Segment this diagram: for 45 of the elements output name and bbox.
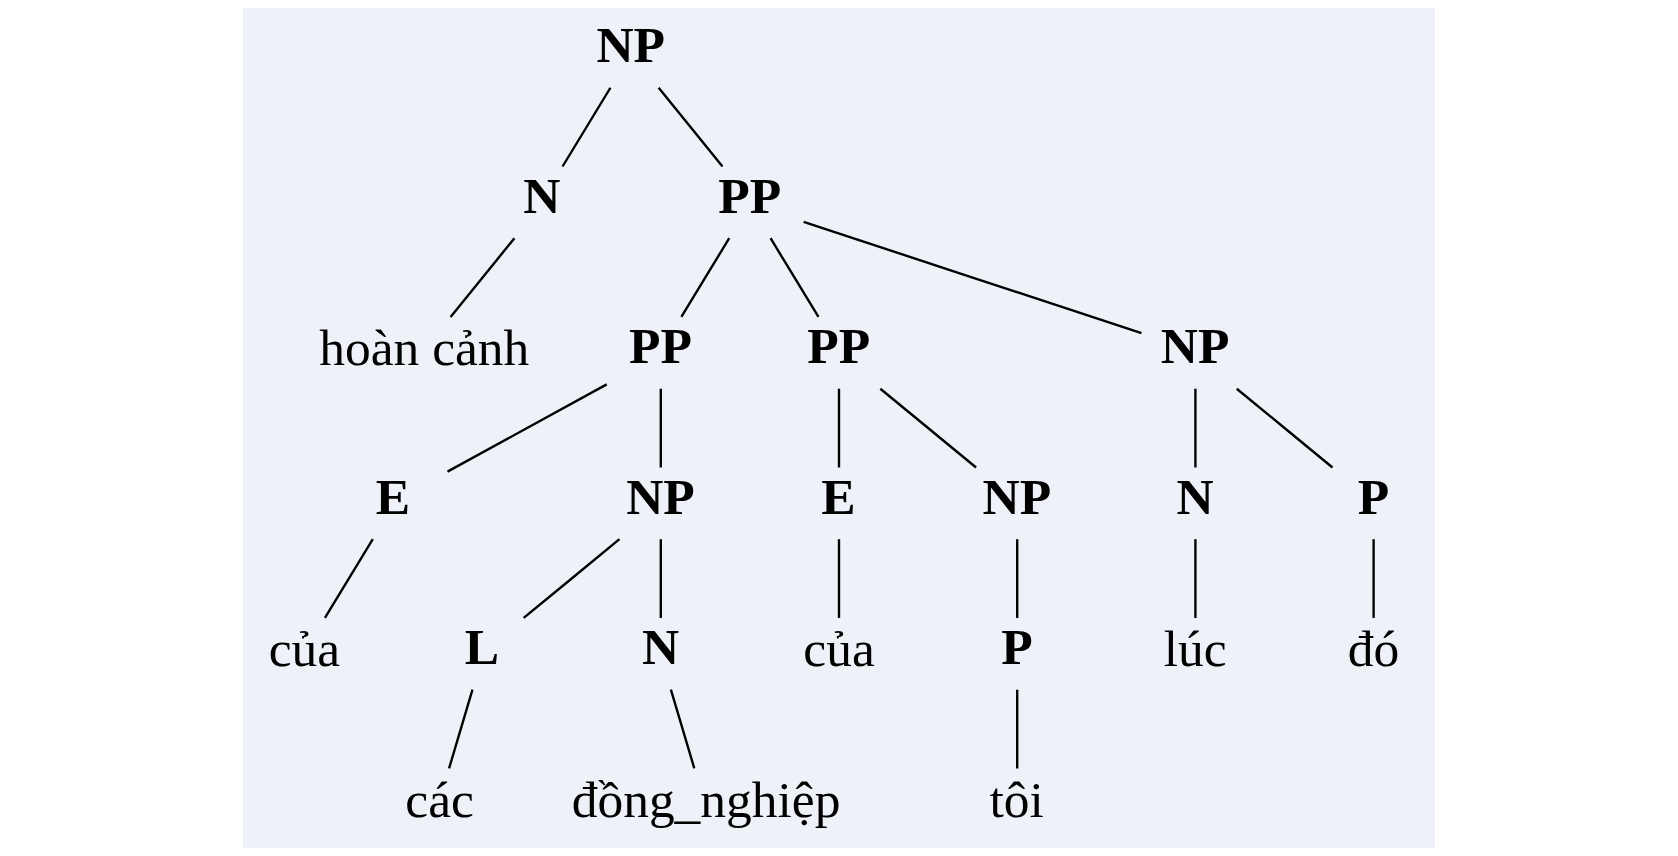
- connector: [837, 388, 841, 468]
- connector: [522, 538, 621, 619]
- node-text: N: [1176, 467, 1214, 525]
- connector: [1372, 539, 1375, 618]
- connector: [879, 387, 977, 469]
- connector: [657, 87, 724, 168]
- connector: [449, 237, 516, 318]
- node-text: lúc: [1163, 620, 1227, 678]
- node-text: PP: [629, 317, 692, 375]
- node-text: N: [641, 618, 680, 676]
- node-text: đó: [1347, 620, 1400, 678]
- connector: [1194, 539, 1197, 618]
- node-text: của: [268, 620, 341, 678]
- node-text: NP: [626, 467, 695, 525]
- connector: [1016, 689, 1019, 769]
- connector: [837, 539, 841, 618]
- connector: [803, 220, 1142, 335]
- node-text: PP: [718, 166, 782, 224]
- connector: [447, 689, 474, 769]
- connector: [561, 87, 612, 168]
- node-text: đồng_nghiệp: [571, 770, 841, 828]
- node-text: P: [1357, 467, 1390, 525]
- node-text: các: [405, 770, 474, 828]
- node-text: N: [523, 166, 561, 224]
- connector: [669, 689, 696, 769]
- node-text: NP: [596, 16, 666, 74]
- node-text: PP: [807, 317, 871, 375]
- node-text: E: [375, 467, 411, 525]
- connector: [659, 388, 662, 468]
- node-text: L: [464, 618, 500, 676]
- node-text: NP: [1160, 317, 1230, 375]
- connector: [659, 539, 662, 618]
- node-text: P: [1001, 618, 1033, 676]
- node-text: E: [821, 467, 856, 525]
- connector: [680, 237, 731, 318]
- connector: [769, 237, 820, 318]
- node-text: hoàn cảnh: [319, 319, 530, 377]
- connector: [446, 383, 608, 473]
- connector: [1016, 539, 1019, 618]
- connector: [1194, 388, 1197, 468]
- connector: [1236, 387, 1334, 469]
- node-text: tôi: [989, 770, 1044, 828]
- node-text: của: [803, 620, 875, 678]
- node-text: NP: [982, 467, 1052, 525]
- connector: [323, 538, 374, 619]
